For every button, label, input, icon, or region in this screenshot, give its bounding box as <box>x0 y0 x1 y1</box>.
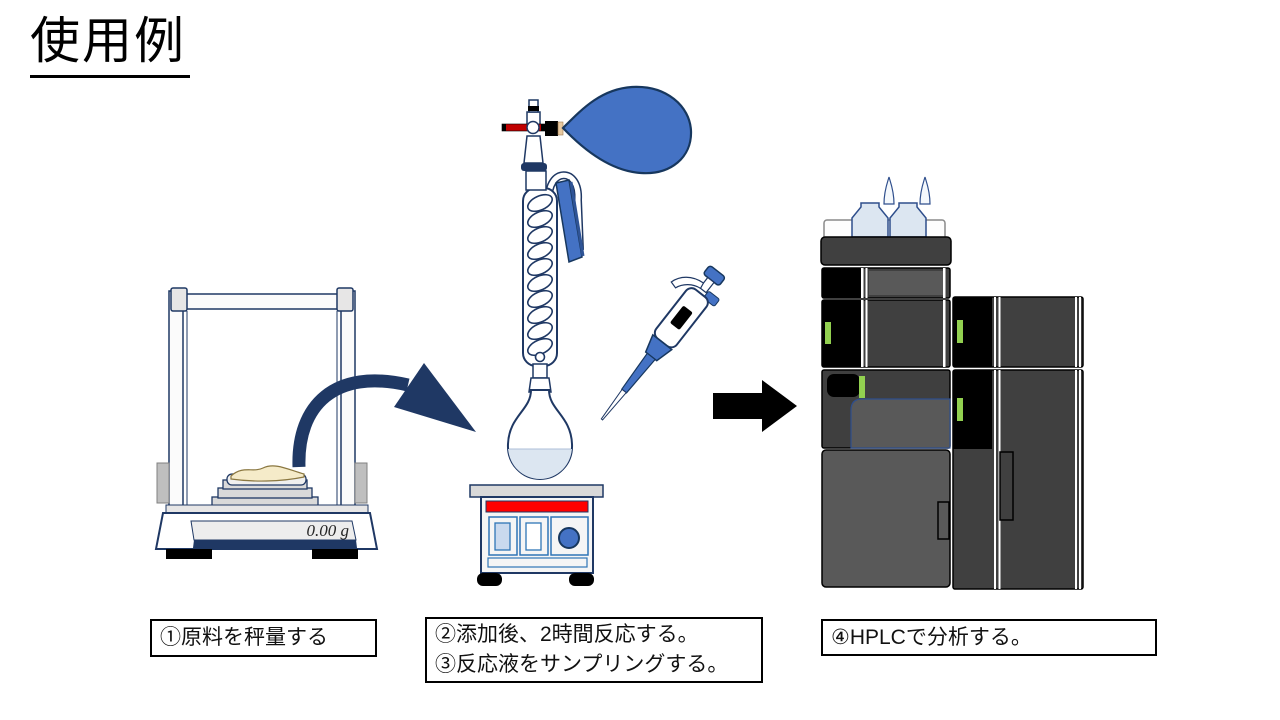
stirrer-top-plate <box>469 484 604 498</box>
hplc-system <box>820 176 1084 590</box>
powder-sample <box>230 465 305 482</box>
pipette-volume-display <box>670 306 693 330</box>
door-handle <box>937 501 950 540</box>
solvent-bottle-2 <box>889 202 927 238</box>
pipette-tip <box>600 388 627 421</box>
stirrer-switch-2 <box>525 522 542 551</box>
stirrer-red-stripe <box>485 500 589 513</box>
status-led-icon <box>957 398 963 421</box>
status-led-icon <box>825 322 831 344</box>
pipette-shaft <box>620 352 657 394</box>
reflux-apparatus <box>501 85 693 481</box>
solvent-tray-module <box>820 236 952 266</box>
door-handle <box>999 451 1014 521</box>
transfer-arrow-icon <box>292 363 476 468</box>
step-label-2: ②添加後、2時間反応する。 ③反応液をサンプリングする。 <box>425 617 763 683</box>
flow-right-arrow-icon <box>713 380 797 432</box>
condenser-coil <box>526 193 554 363</box>
balance-left-post <box>168 290 184 508</box>
status-led-icon <box>957 320 963 343</box>
door-knob-left <box>156 462 170 504</box>
step-text: ③反応液をサンプリングする。 <box>435 653 729 676</box>
hplc-degasser-module <box>821 267 951 299</box>
autosampler-door <box>850 398 951 449</box>
magnetic-stirrer <box>469 484 604 586</box>
pipette-finger-hook <box>670 276 705 290</box>
step-text: ②添加後、2時間反応する。 <box>435 623 699 646</box>
analytical-balance: 0.00 g <box>154 287 379 559</box>
gas-balloon-icon <box>561 85 693 175</box>
stirrer-knob <box>558 527 580 549</box>
status-led-icon <box>859 376 865 398</box>
balance-top-bar <box>182 293 342 310</box>
step-label-1: ①原料を秤量する <box>150 619 377 657</box>
solvent-bottle-1 <box>851 202 889 238</box>
hplc-column-oven-module <box>821 449 951 588</box>
hplc-detector-module <box>952 296 1084 368</box>
step-text: ①原料を秤量する <box>160 626 328 649</box>
joint-band <box>521 163 547 171</box>
tube-clip <box>555 179 583 264</box>
stirrer-switch-1 <box>494 522 511 551</box>
reaction-liquid <box>507 449 573 479</box>
step-label-3: ④HPLCで分析する。 <box>821 619 1157 656</box>
hplc-tall-module <box>952 369 1084 590</box>
door-knob-right <box>354 462 368 504</box>
balance-right-post <box>340 290 356 508</box>
page-title: 使用例 <box>30 14 190 78</box>
hplc-autosampler-module <box>821 369 951 449</box>
balance-display-value: 0.00 g <box>307 521 350 540</box>
hplc-pump-module <box>821 299 951 368</box>
step-text: ④HPLCで分析する。 <box>831 625 1032 649</box>
micropipette-icon <box>600 265 726 421</box>
